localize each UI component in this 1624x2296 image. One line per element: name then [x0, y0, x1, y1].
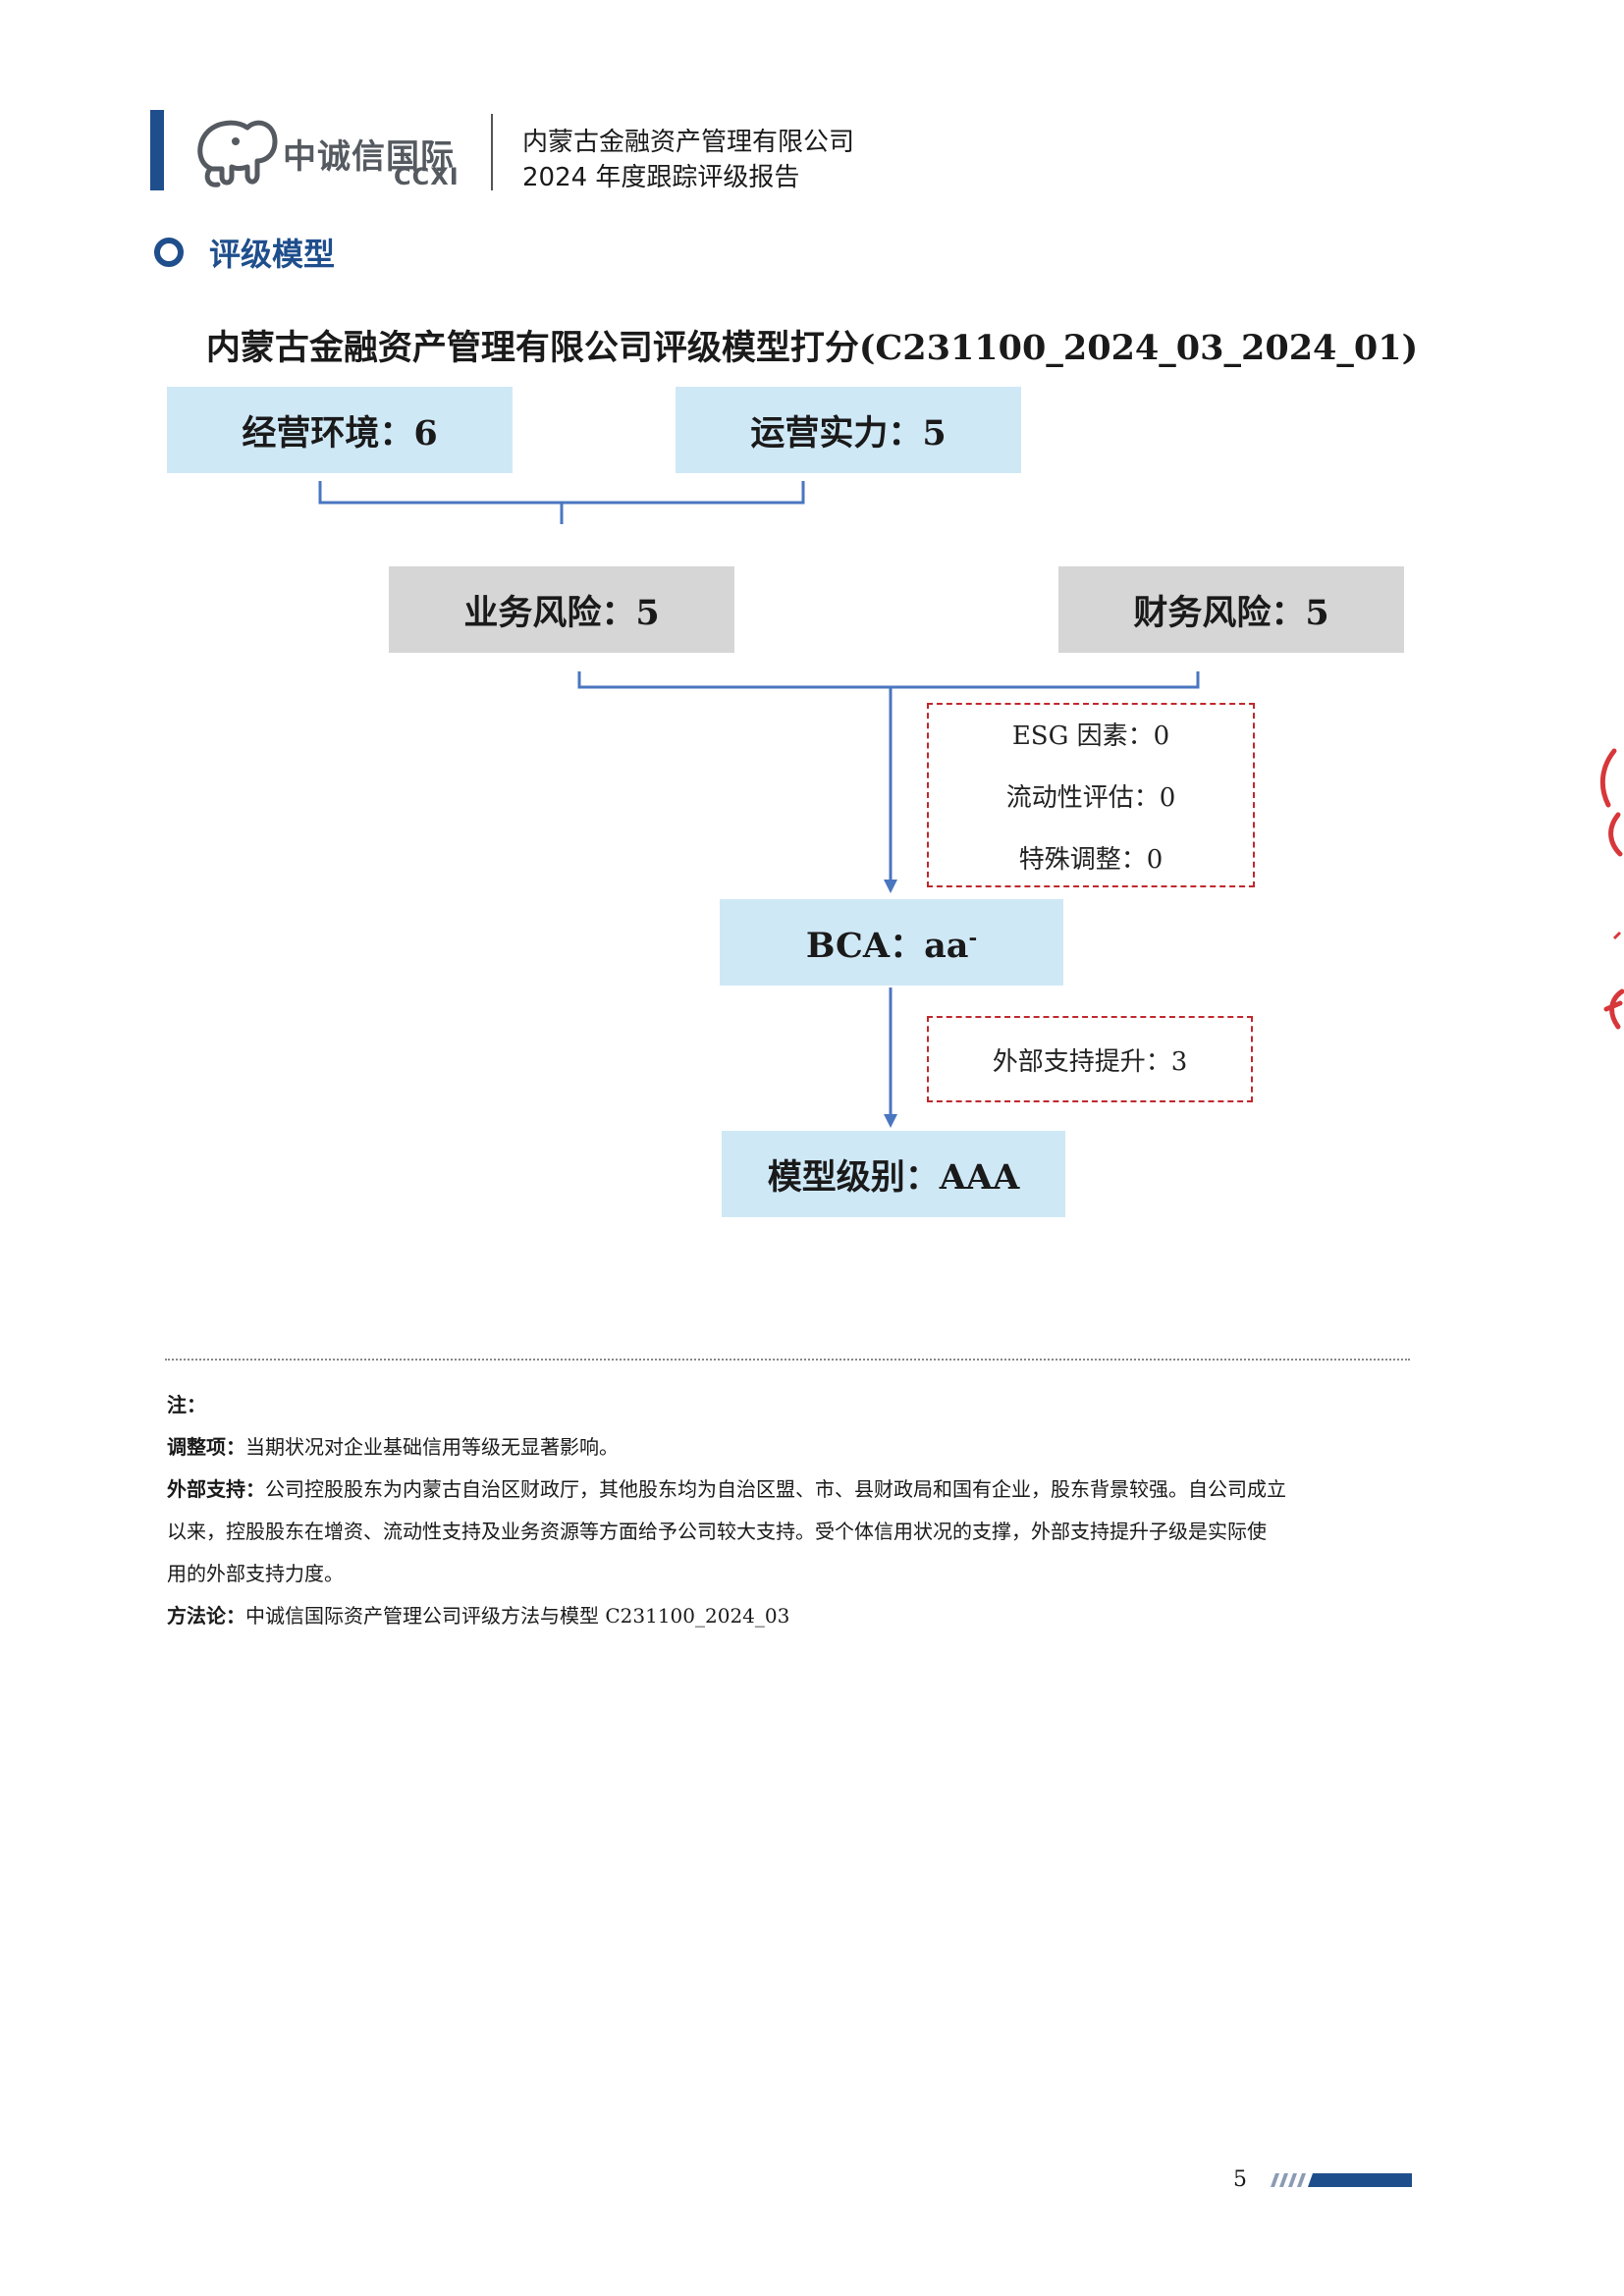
- note-method-text: 中诚信国际资产管理公司评级方法与模型 C231100_2024_03: [245, 1604, 790, 1628]
- note-support-label: 外部支持：: [167, 1477, 265, 1501]
- note-external-support-line2: 以来，控股股东在增资、流动性支持及业务资源等方面给予公司较大支持。受个体信用状况…: [167, 1511, 1410, 1553]
- section-bullet-icon: [154, 238, 184, 267]
- liquidity-assessment-label: 流动性评估：0: [1005, 782, 1176, 813]
- header-accent-bar: [150, 110, 164, 190]
- financial-risk-box: 财务风险：5: [1058, 566, 1404, 653]
- note-external-support-line3: 用的外部支持力度。: [167, 1553, 1410, 1595]
- model-rating-label: 模型级别：AAA: [767, 1156, 1020, 1198]
- notes-heading: 注：: [167, 1393, 206, 1416]
- notes-divider: [165, 1359, 1410, 1361]
- note-adjustments: 调整项：当期状况对企业基础信用等级无显著影响。: [167, 1426, 1410, 1468]
- model-rating-box: 模型级别：AAA: [722, 1131, 1065, 1217]
- note-support-text-1: 公司控股股东为内蒙古自治区财政厅，其他股东均为自治区盟、市、县财政局和国有企业，…: [265, 1477, 1286, 1501]
- top-brace: [318, 481, 805, 505]
- external-support-label: 外部支持提升：3: [992, 1046, 1188, 1077]
- esg-factor-label: ESG 因素：0: [1011, 721, 1170, 751]
- adjustment-factors-box: ESG 因素：0 流动性评估：0 特殊调整：0: [927, 703, 1255, 887]
- elephant-logo-icon: [197, 120, 278, 187]
- note-external-support: 外部支持：公司控股股东为内蒙古自治区财政厅，其他股东均为自治区盟、市、县财政局和…: [167, 1468, 1410, 1511]
- financial-risk-label: 财务风险：5: [1133, 592, 1329, 633]
- external-support-box: 外部支持提升：3: [927, 1016, 1253, 1102]
- operating-strength-label: 运营实力：5: [750, 412, 947, 454]
- footer-stripes-icon: [1271, 2173, 1412, 2187]
- business-risk-box: 业务风险：5: [389, 566, 734, 653]
- flow-connectors: [318, 481, 1200, 1128]
- note-adjustments-label: 调整项：: [167, 1435, 245, 1459]
- special-adjustment-label: 特殊调整：0: [1018, 844, 1164, 875]
- logo-english-name: CCXI: [394, 163, 460, 190]
- business-risk-label: 业务风险：5: [463, 592, 660, 633]
- note-methodology: 方法论：中诚信国际资产管理公司评级方法与模型 C231100_2024_03: [167, 1595, 1410, 1637]
- note-method-label: 方法论：: [167, 1604, 245, 1628]
- bca-label: BCA：aa-: [805, 924, 978, 966]
- bca-box: BCA：aa-: [720, 899, 1063, 986]
- seal-stamp-icon: [1599, 748, 1624, 1030]
- header-report-title: 2024 年度跟踪评级报告: [522, 163, 800, 192]
- page-number: 5: [1233, 2167, 1247, 2192]
- header-company-name: 内蒙古金融资产管理有限公司: [522, 128, 855, 157]
- logo-chinese-name: 中诚信国际: [283, 137, 455, 177]
- ccxi-logo: 中诚信国际 CCXI: [192, 112, 477, 192]
- risk-brace: [577, 671, 1200, 689]
- header-separator: [491, 114, 493, 190]
- operating-environment-label: 经营环境：6: [242, 412, 438, 454]
- note-support-text-3: 用的外部支持力度。: [167, 1562, 344, 1585]
- note-support-text-2: 以来，控股股东在增资、流动性支持及业务资源等方面给予公司较大支持。受个体信用状况…: [167, 1520, 1267, 1543]
- section-title: 评级模型: [209, 236, 336, 273]
- rating-model-title: 内蒙古金融资产管理有限公司评级模型打分(C231100_2024_03_2024…: [205, 328, 1419, 368]
- bca-modifier: -: [968, 924, 978, 949]
- operating-strength-box: 运营实力：5: [676, 387, 1021, 473]
- operating-environment-box: 经营环境：6: [167, 387, 513, 473]
- note-adjustments-text: 当期状况对企业基础信用等级无显著影响。: [245, 1435, 619, 1459]
